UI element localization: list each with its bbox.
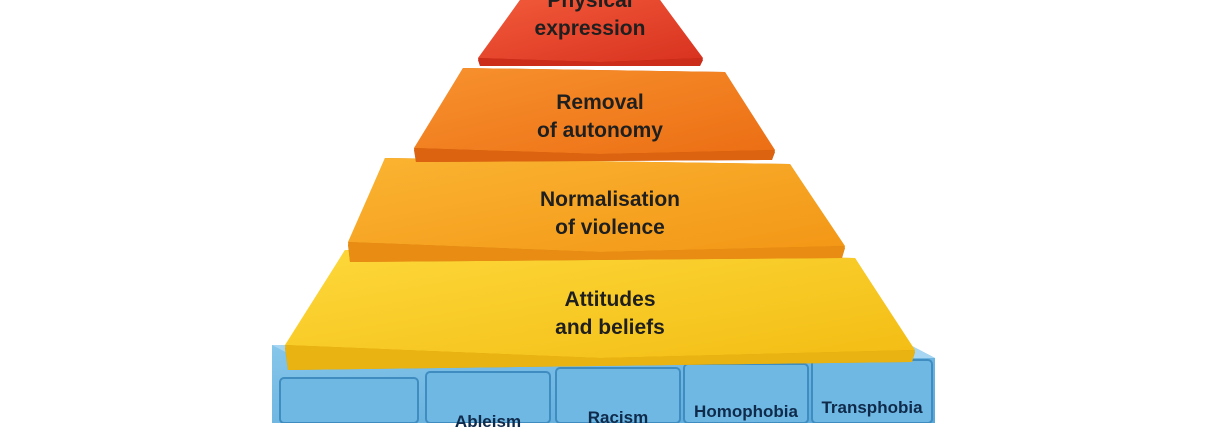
tier-removal-line2: of autonomy xyxy=(537,119,663,142)
pyramid-diagram: Physical expression Removal of autonomy … xyxy=(272,0,935,431)
tier-normalisation-shape xyxy=(348,158,845,262)
tier-normalisation-line2: of violence xyxy=(555,216,665,239)
tier-attitudes-line2: and beliefs xyxy=(555,316,665,339)
pyramid-graphic xyxy=(272,0,935,424)
base-block-label-homophobia: Homophobia xyxy=(694,402,798,421)
tier-physical-line1: Physical xyxy=(547,0,633,12)
tier-physical-line2: expression xyxy=(534,17,646,40)
tier-removal-line1: Removal xyxy=(556,91,644,114)
base-block-label-transphobia: Transphobia xyxy=(821,398,923,417)
tier-attitudes-shape xyxy=(285,250,915,370)
tier-physical-shape xyxy=(478,0,703,66)
base-blocks xyxy=(279,359,933,424)
tier-removal-shape xyxy=(414,68,775,162)
tier-normalisation-label: Normalisation of violence xyxy=(460,186,760,242)
tier-attitudes-label: Attitudes and beliefs xyxy=(460,286,760,342)
tier-attitudes-line1: Attitudes xyxy=(564,288,656,311)
tier-physical-label: Physical expression xyxy=(480,0,700,43)
tier-normalisation-line1: Normalisation xyxy=(539,188,681,211)
base-block-label-racism: Racism xyxy=(587,408,649,427)
base-block-label-ableism: Ableism xyxy=(454,412,522,431)
base-block-1 xyxy=(279,377,419,424)
tier-removal-label: Removal of autonomy xyxy=(470,89,730,145)
